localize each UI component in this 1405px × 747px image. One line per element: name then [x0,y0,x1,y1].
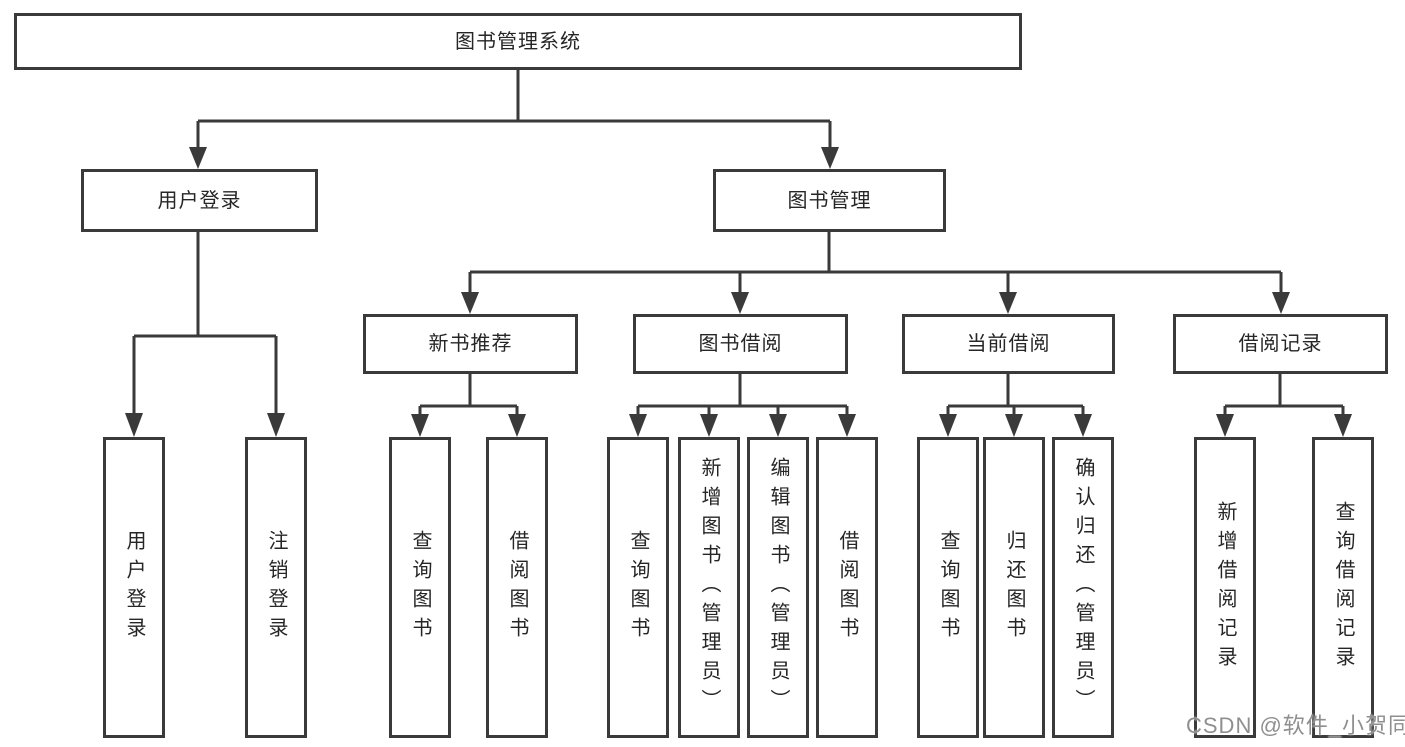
leaf-user-login-label: 用户登录 [123,529,145,646]
leaf-borrow-books-1-label: 借阅图书 [506,529,528,646]
leaf-query-books-2: 查询图书 [607,437,669,738]
node-book-borrow-label: 图书借阅 [698,333,783,355]
leaf-borrow-books-2-label: 借阅图书 [836,529,858,646]
leaf-borrow-books-1: 借阅图书 [486,437,548,738]
leaf-add-books-admin-label: 新增图书（管理员） [698,457,720,718]
leaf-add-books-admin: 新增图书（管理员） [678,437,740,738]
root-node: 图书管理系统 [14,13,1022,70]
root-node-label: 图书管理系统 [455,30,581,53]
leaf-query-borrow-record: 查询借阅记录 [1312,437,1374,738]
node-book-mgmt: 图书管理 [713,169,946,232]
leaf-query-borrow-record-label: 查询借阅记录 [1332,500,1354,675]
node-new-book-recommend: 新书推荐 [363,314,578,374]
leaf-query-books-3-label: 查询图书 [937,529,959,646]
leaf-add-borrow-record: 新增借阅记录 [1194,437,1256,738]
leaf-edit-books-admin-label: 编辑图书（管理员） [767,457,789,718]
leaf-query-books-3: 查询图书 [917,437,979,738]
node-current-borrow: 当前借阅 [902,314,1115,374]
leaf-logout-label: 注销登录 [265,529,287,646]
watermark-text: CSDN @软件_小贺同学 [1186,713,1405,738]
leaf-edit-books-admin: 编辑图书（管理员） [747,437,809,738]
node-current-borrow-label: 当前借阅 [966,333,1051,355]
node-user-login: 用户登录 [81,169,318,232]
leaf-return-books: 归还图书 [983,437,1045,738]
leaf-query-books-2-label: 查询图书 [627,529,649,646]
leaf-query-books-1-label: 查询图书 [409,529,431,646]
node-user-login-label: 用户登录 [157,189,242,212]
leaf-confirm-return-admin: 确认归还（管理员） [1052,437,1114,738]
leaf-borrow-books-2: 借阅图书 [816,437,878,738]
node-borrow-records: 借阅记录 [1173,314,1388,374]
leaf-query-books-1: 查询图书 [389,437,451,738]
leaf-user-login: 用户登录 [103,437,165,738]
node-book-borrow: 图书借阅 [633,314,848,374]
node-book-mgmt-label: 图书管理 [787,189,872,212]
leaf-return-books-label: 归还图书 [1003,529,1025,646]
leaf-logout: 注销登录 [245,437,307,738]
watermark: CSDN @软件_小贺同学 [1186,708,1405,740]
node-borrow-records-label: 借阅记录 [1238,333,1323,355]
leaf-add-borrow-record-label: 新增借阅记录 [1214,500,1236,675]
leaf-confirm-return-admin-label: 确认归还（管理员） [1072,457,1094,718]
node-new-book-recommend-label: 新书推荐 [428,333,513,355]
